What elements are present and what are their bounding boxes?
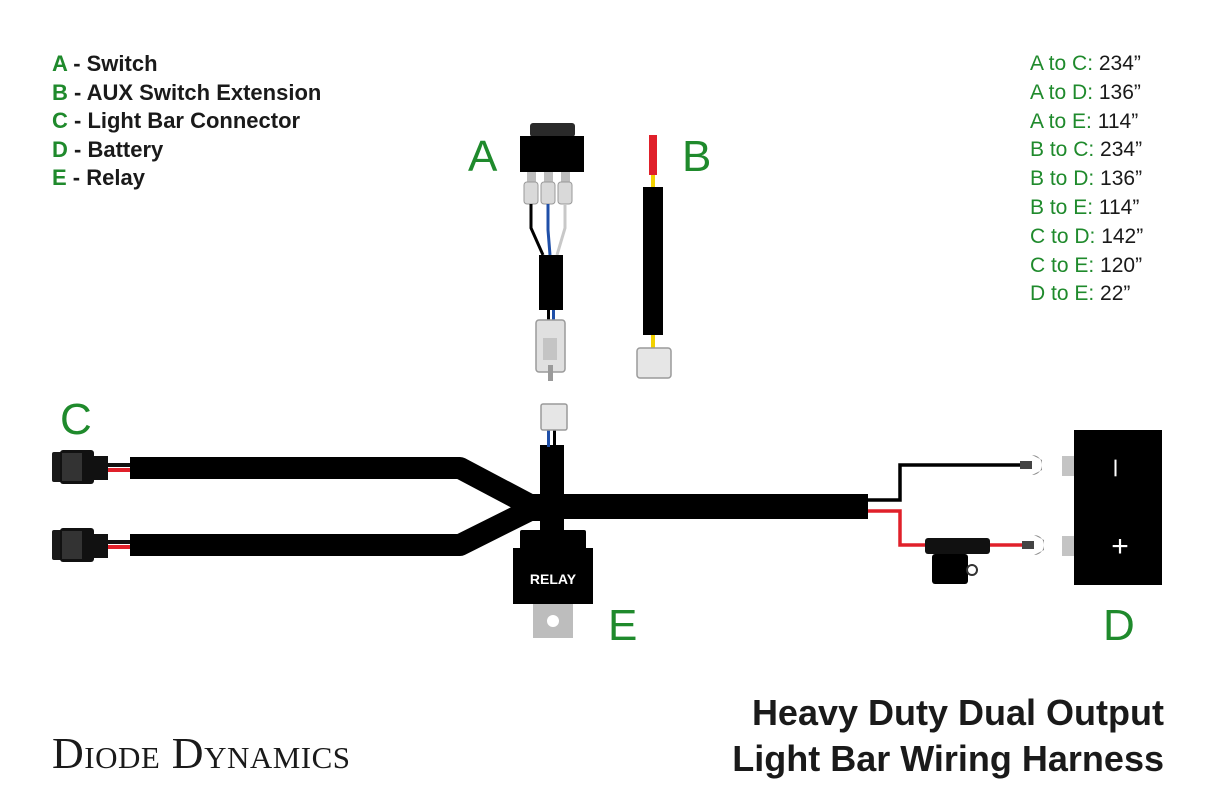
title-line-2: Light Bar Wiring Harness	[732, 738, 1164, 779]
ring-terminal-positive	[1022, 535, 1044, 555]
length-item: A to D: 136”	[1030, 80, 1141, 104]
ring-terminal-negative	[1020, 455, 1042, 475]
title-line-1: Heavy Duty Dual Output	[751, 692, 1164, 733]
length-item: B to C: 234”	[1030, 138, 1143, 162]
aux-switch-extension-b	[636, 135, 672, 379]
brand-logo: Diode Dynamics	[52, 729, 351, 778]
legend-item: E - Relay	[52, 165, 145, 191]
relay-e: RELAY	[513, 530, 593, 638]
battery-positive-sign: +	[1111, 530, 1129, 563]
switch-a	[520, 123, 584, 381]
page-title: Heavy Duty Dual Output Light Bar Wiring …	[732, 690, 1164, 782]
label-e: E	[608, 601, 638, 650]
light-bar-connector-top	[52, 450, 130, 484]
light-bar-connector-bottom	[52, 528, 130, 562]
relay-label: RELAY	[530, 571, 577, 587]
battery-wiring	[868, 455, 1044, 584]
legend-item: D - Battery	[52, 136, 164, 162]
length-item: A to C: 234”	[1030, 52, 1141, 75]
length-item: C to E: 120”	[1030, 253, 1143, 277]
legend-item: C - Light Bar Connector	[52, 108, 301, 134]
harness	[130, 403, 868, 556]
wire-lengths-list: A to C: 234” A to D: 136” A to E: 114” B…	[1030, 50, 1143, 309]
length-item: B to D: 136”	[1030, 167, 1143, 191]
label-c: C	[60, 395, 92, 444]
component-legend: A - Switch B - AUX Switch Extension C - …	[52, 50, 321, 193]
legend-item: B - AUX Switch Extension	[52, 79, 322, 105]
label-a: A	[468, 132, 498, 181]
length-item: C to D: 142”	[1030, 224, 1144, 248]
label-d: D	[1103, 601, 1135, 650]
length-item: D to E: 22”	[1030, 282, 1131, 306]
length-item: B to E: 114”	[1030, 195, 1140, 219]
label-b: B	[682, 132, 712, 181]
battery-d: – +	[1062, 430, 1162, 585]
length-item: A to E: 114”	[1030, 109, 1139, 133]
battery-negative-sign: –	[1101, 460, 1134, 477]
legend-item: A - Switch	[52, 51, 158, 76]
